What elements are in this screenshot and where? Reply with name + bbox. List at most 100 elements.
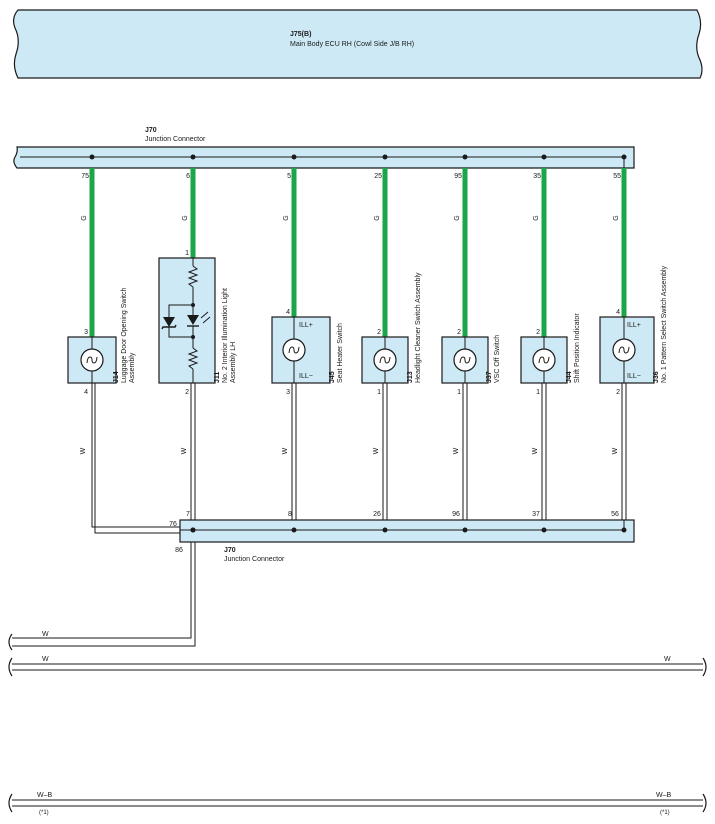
green-wire [462,168,468,337]
component-name: VSC Off Switch [494,335,501,383]
out-pin: 3 [286,389,290,396]
bus-note-left: (*1) [39,810,49,816]
in-pin: 2 [377,329,381,336]
component-code: J13 [407,371,414,383]
bus-line-w-2: W W [8,656,707,677]
junction-dot [291,154,297,160]
ill-minus-label: ILL− [627,373,641,380]
in-pin: 3 [84,329,88,336]
top-pin: 35 [533,173,541,180]
bus-line-w-1: W [8,631,49,651]
out-pin: 1 [536,389,540,396]
resistor-icon [187,265,199,288]
top-pin: 25 [374,173,382,180]
out-pin: 1 [377,389,381,396]
ecu-name: Main Body ECU RH (Cowl Side J/B RH) [290,41,414,48]
bottom-junction-connector: J70 Junction Connector 86 [175,519,635,563]
bus-line-wb: W–B W–B (*1) (*1) [8,792,707,816]
ill-plus-label: ILL+ [627,322,641,329]
junction-dot [291,527,297,533]
component-name: Shift Position Indicator [574,313,581,383]
in-pin: 1 [185,250,189,257]
junction-dot [621,154,627,160]
wire-color-label: W [181,447,188,454]
out-pin: 1 [457,389,461,396]
top-pin: 6 [186,173,190,180]
component-name: Seat Heater Switch [337,323,344,383]
bulb-icon [532,348,556,372]
bottom-pin: 37 [532,511,540,518]
junction-dot [541,527,547,533]
bulb-icon [80,348,104,372]
in-pin: 2 [457,329,461,336]
component-name-2: Assembly [129,352,136,383]
wire-color-label: G [454,215,461,220]
zener-diode-icon [163,317,175,327]
wire-color-label: W [282,447,289,454]
wire-color-label: W [373,447,380,454]
bottom-pin: 56 [611,511,619,518]
ill-plus-label: ILL+ [299,322,313,329]
junction-dot [382,154,388,160]
component-name-2: Assembly LH [230,342,237,383]
bus-label: W [42,631,49,638]
component-name: Headlight Cleaner Switch Assembly [415,272,422,383]
wire-color-label: W [532,447,539,454]
component-box [271,316,331,384]
resistor-icon [187,347,199,370]
component-code: J37 [486,371,493,383]
out-pin: 4 [84,389,88,396]
bulb-icon [612,338,636,362]
bottom-connector-code: J70 [224,547,236,554]
out-pin: 2 [185,389,189,396]
top-junction-connector: J70 Junction Connector [13,127,635,169]
wire-color-label: G [613,215,620,220]
green-wire [190,168,196,258]
wire-color-label: W [80,447,87,454]
top-pin: 75 [81,173,89,180]
bus-label-left: W [42,656,49,663]
bus-note-right: (*1) [660,810,670,816]
ill-minus-label: ILL− [299,373,313,380]
wire-color-label: G [182,215,189,220]
wire-color-label: W [612,447,619,454]
wire-color-label: G [533,215,540,220]
bulb-icon [453,348,477,372]
in-pin: 4 [286,309,290,316]
green-wire [541,168,547,337]
component-code: J44 [566,371,573,383]
green-wire [291,168,297,317]
junction-dot [89,154,95,160]
green-wire [621,168,627,317]
bulb-icon [282,338,306,362]
junction-dot [190,154,196,160]
out-pin: 2 [616,389,620,396]
bottom-pin: 8 [288,511,292,518]
component-name: Luggage Door Opening Switch [121,288,128,383]
green-wire [89,168,95,337]
top-connector-code: J70 [145,127,157,134]
green-wire [382,168,388,337]
junction-dot [382,527,388,533]
component-name: No. 2 Interior Illumination Light [222,288,229,383]
junction-dot [621,527,627,533]
ecu-box: J75(B) Main Body ECU RH (Cowl Side J/B R… [12,9,703,79]
wire-color-label: G [283,215,290,220]
led-icon [187,315,199,325]
ecu-code: J75(B) [290,31,311,38]
top-connector-name: Junction Connector [145,136,206,143]
bottom-pin: 26 [373,511,381,518]
bottom-pin: 96 [452,511,460,518]
wire-color-label: G [81,215,88,220]
bottom-connector-name: Junction Connector [224,556,285,563]
